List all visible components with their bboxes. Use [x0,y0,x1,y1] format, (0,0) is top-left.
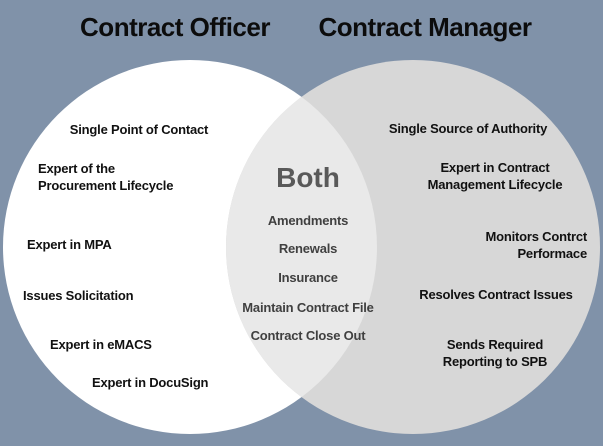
left-circle-item: Issues Solicitation [23,288,134,303]
overlap-title: Both [276,162,340,193]
overlap-item: Contract Close Out [250,328,366,343]
right-circle-item: Resolves Contract Issues [419,287,573,302]
left-circle-item: Expert of the Procurement Lifecycle [38,161,174,193]
left-circle-item: Expert in MPA [27,237,112,252]
right-circle-title: Contract Manager [318,12,532,42]
right-circle-item: Sends Required Reporting to SPB [442,337,548,369]
right-circle-item: Single Source of Authority [388,121,548,136]
left-circle-item: Expert in DocuSign [92,375,209,390]
left-circle-item: Single Point of Contact [69,122,209,137]
overlap-item: Maintain Contract File [242,300,374,315]
right-circle-item: Monitors Contrct Performace [485,229,587,261]
left-circle-item: Expert in eMACS [50,337,152,352]
overlap-item: Insurance [278,270,338,285]
overlap-region [226,96,377,398]
left-circle-title: Contract Officer [80,12,270,42]
overlap-item: Renewals [278,241,338,256]
right-circle-item: Expert in Contract Management Lifecycle [427,160,563,192]
overlap-item: Amendments [267,213,349,228]
